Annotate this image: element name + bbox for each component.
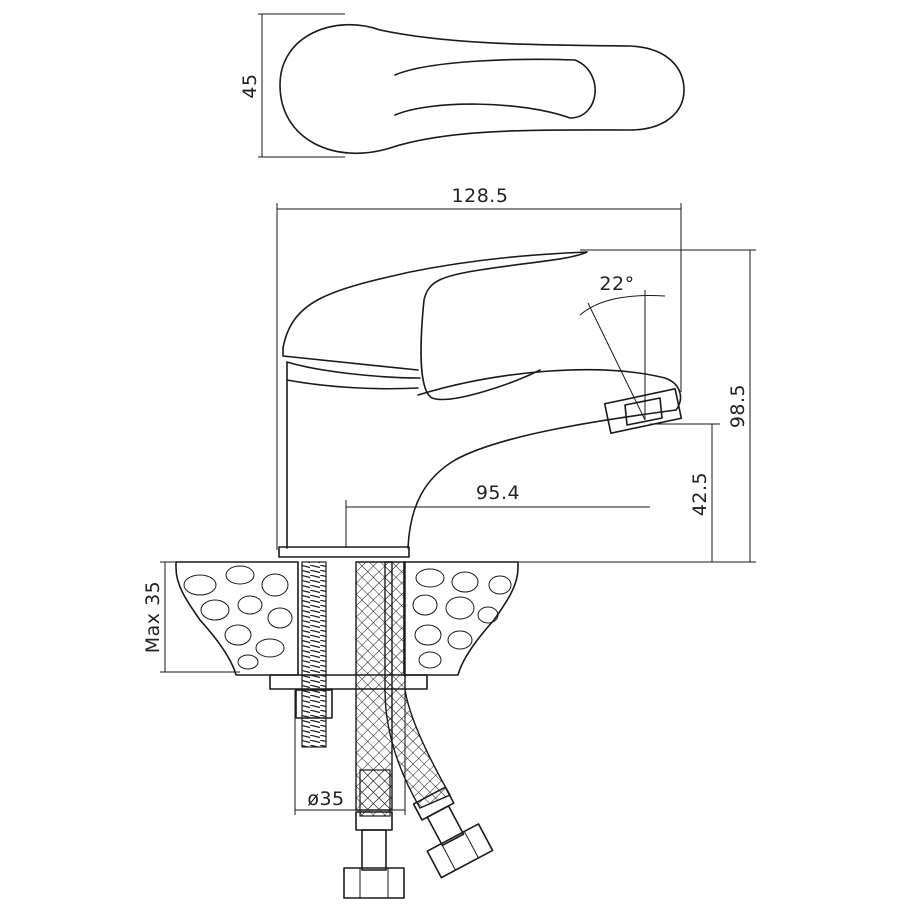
dim-overall-height-label: 98.5 <box>727 384 749 428</box>
overall-height-dimension: 98.5 <box>580 249 756 562</box>
aerator <box>603 388 683 434</box>
countertop-section <box>175 561 519 676</box>
handle-width-dimension: 45 <box>239 13 345 158</box>
flexible-hoses <box>343 561 494 899</box>
spout-reach-dimension: 95.4 <box>345 482 650 548</box>
overall-length-dimension: 128.5 <box>276 185 682 550</box>
deck-thickness-dimension: Max 35 <box>142 561 240 673</box>
dim-deck-thickness-label: Max 35 <box>142 581 164 654</box>
dim-hole-diameter-label: ø35 <box>307 788 344 810</box>
dim-angle-label: 22° <box>599 273 634 295</box>
dim-handle-width-label: 45 <box>239 73 261 98</box>
hole-diameter-dimension: ø35 <box>294 690 406 815</box>
angle-dimension: 22° <box>579 273 666 421</box>
spout-height-dimension: 42.5 <box>409 423 756 563</box>
dim-overall-length-label: 128.5 <box>452 185 509 207</box>
faucet-body <box>278 251 682 558</box>
threaded-stud <box>295 561 333 748</box>
handle-top-view <box>279 23 685 155</box>
mounting-plate <box>269 674 428 690</box>
dim-spout-height-label: 42.5 <box>689 472 711 516</box>
dim-spout-reach-label: 95.4 <box>476 482 520 504</box>
